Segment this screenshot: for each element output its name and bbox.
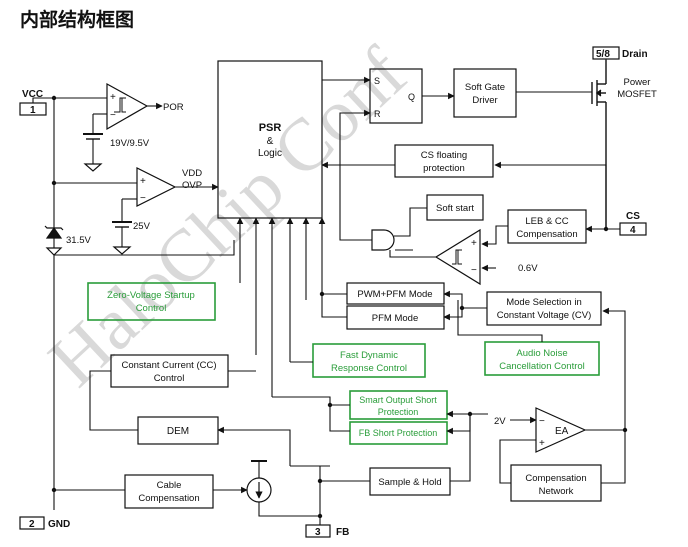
latch-q: Q [408,92,415,102]
fast-dyn-line2: Response Control [331,363,407,374]
uvlo-threshold-label: 19V/9.5V [110,138,150,149]
pin-drain-number: 5/8 [596,49,610,60]
pin-gnd-box [19,516,45,530]
fast-dynamic-response-block [312,343,426,378]
ovp-plus: + [140,176,146,187]
cc-line1: Constant Current (CC) [121,360,216,371]
pin-fb-number: 3 [315,527,321,538]
vdd-label: VDD [182,168,202,179]
gate-driver-line1: Soft Gate [465,82,505,93]
zener-label: 31.5V [66,235,91,246]
and-gate [371,229,395,251]
cc-line2: Control [154,373,185,384]
ea-ref-label: 2V [494,416,506,427]
ovp-minus: − [140,193,146,204]
zero-voltage-startup-block [87,282,216,321]
ea-minus: − [539,416,545,427]
mode-sel-line2: Constant Voltage (CV) [497,310,592,321]
psr-amp: & [267,136,274,147]
audio-line2: Cancellation Control [499,361,585,372]
pin-fb-name: FB [336,527,349,538]
comp-net-line2: Network [539,486,574,497]
cs-comp-plus: + [471,238,477,249]
cable-line1: Cable [157,480,182,491]
cs-protection-line2: protection [423,163,465,174]
cs-ref-label: 0.6V [518,263,538,274]
uvlo-comparator [106,82,149,131]
mosfet-line2: MOSFET [617,89,657,100]
ea-plus: + [539,438,545,449]
mosfet-line1: Power [624,77,651,88]
leb-line1: LEB & CC [525,216,568,227]
zvs-line1: Zero-Voltage Startup [107,290,195,301]
pin-vcc-name: VCC [22,89,43,100]
pin-cs-number: 4 [630,225,636,236]
soft-gate-driver-block [453,68,517,118]
soft-start-label: Soft start [436,203,474,214]
cable-line2: Compensation [138,493,199,504]
fast-dyn-line1: Fast Dynamic [340,350,398,361]
ovp-label: OVP [182,180,202,191]
pwm-pfm-label: PWM+PFM Mode [357,289,432,300]
latch-r: R [374,109,381,119]
sample-hold-label: Sample & Hold [378,477,441,488]
pin-gnd-number: 2 [29,519,35,530]
uvlo-plus: + [110,92,116,103]
ea-amplifier [535,407,587,453]
pin-cs-name: CS [626,211,640,222]
cable-compensation-block [124,474,214,509]
ovp-ref-label: 25V [133,221,151,232]
por-label: POR [163,102,184,113]
ea-label: EA [555,426,569,437]
pin-gnd-name: GND [48,519,70,530]
cs-floating-protection-block [394,144,494,178]
pin-vcc-number: 1 [30,105,36,116]
leb-line2: Compensation [516,229,577,240]
fb-short-label: FB Short Protection [359,428,438,438]
psr-logic: Logic [258,148,282,159]
audio-line1: Audio Noise [516,348,567,359]
smart-osp-line1: Smart Output Short [359,395,437,405]
mode-sel-line1: Mode Selection in [506,297,582,308]
zvs-line2: Control [136,303,167,314]
ovp-comparator [136,167,177,207]
cs-comp-minus: − [471,265,477,276]
pfm-label: PFM Mode [372,313,418,324]
uvlo-minus: − [110,110,116,121]
cs-protection-line1: CS floating [421,150,467,161]
dem-label: DEM [167,426,189,437]
smart-osp-line2: Protection [378,407,419,417]
page-title: 内部结构框图 [20,8,134,31]
comp-net-line1: Compensation [525,473,586,484]
psr-title: PSR [259,122,282,134]
gate-driver-line2: Driver [472,95,497,106]
latch-s: S [374,76,380,86]
pin-drain-name: Drain [622,49,648,60]
power-mosfet-symbol [591,60,607,229]
pin-fb-box [305,524,331,538]
